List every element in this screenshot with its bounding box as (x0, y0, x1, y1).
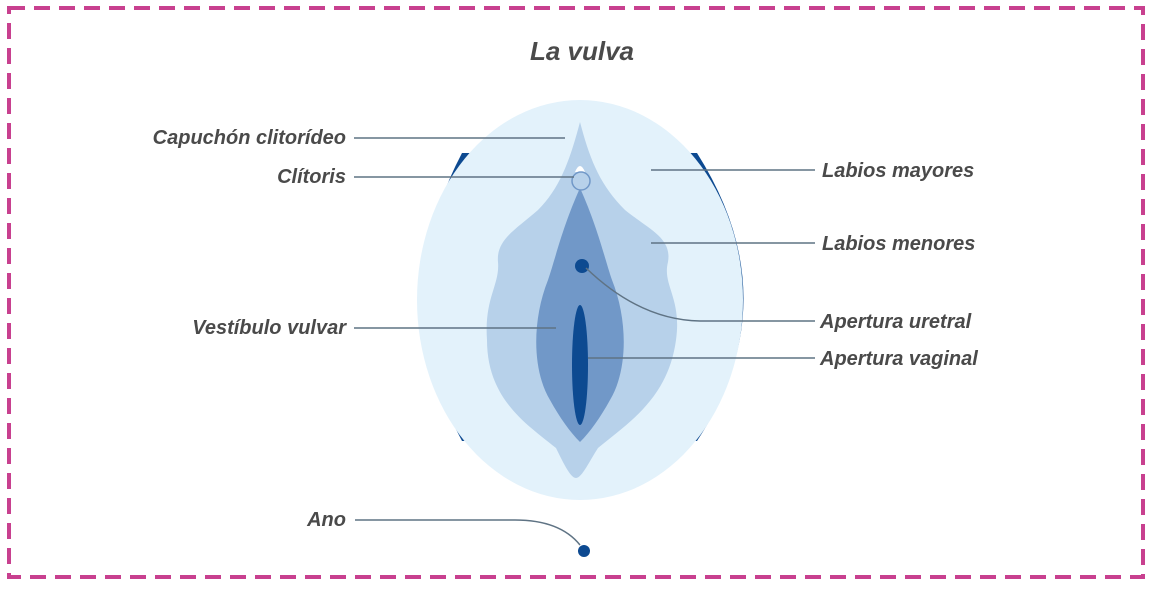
label-apertura-uretral: Apertura uretral (819, 311, 972, 333)
label-labios-menores: Labios menores (822, 233, 975, 255)
label-apertura-vaginal: Apertura vaginal (819, 348, 978, 370)
anus-mark (578, 545, 590, 557)
label-clitoris: Clítoris (277, 166, 346, 188)
label-capuchon-clitorideo: Capuchón clitorídeo (153, 127, 346, 149)
urethral-opening-mark (575, 259, 589, 273)
label-ano: Ano (306, 509, 346, 531)
diagram-title: La vulva (530, 36, 634, 66)
leader-apertura-uretral (585, 267, 815, 322)
clitoris-mark (571, 171, 591, 191)
leader-lines (354, 137, 815, 546)
vaginal-opening-mark (572, 305, 588, 425)
leader-ano (355, 519, 581, 546)
clitoral-hood-highlight (575, 166, 585, 172)
label-labios-mayores: Labios mayores (822, 160, 974, 182)
label-vestibulo-vulvar: Vestíbulo vulvar (192, 317, 347, 339)
